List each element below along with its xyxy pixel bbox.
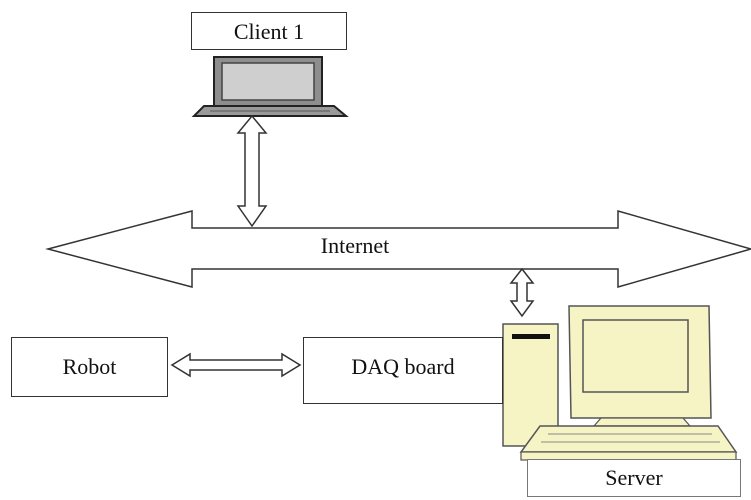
daq-board-box: DAQ board (303, 337, 503, 404)
server-label: Server (605, 465, 663, 490)
laptop-icon (191, 56, 349, 117)
internet-label: Internet (320, 233, 390, 258)
internet-server-arrow (509, 267, 535, 318)
daq-board-label: DAQ board (351, 354, 455, 379)
desktop-computer-icon (502, 305, 738, 461)
server-box: Server (527, 459, 741, 497)
client-1-box: Client 1 (191, 12, 347, 50)
client-1-label: Client 1 (233, 19, 305, 44)
robot-label: Robot (62, 354, 117, 379)
internet-arrow (45, 210, 751, 288)
client-internet-arrow (236, 114, 268, 228)
robot-box: Robot (11, 337, 168, 397)
robot-daq-arrow (170, 352, 302, 378)
